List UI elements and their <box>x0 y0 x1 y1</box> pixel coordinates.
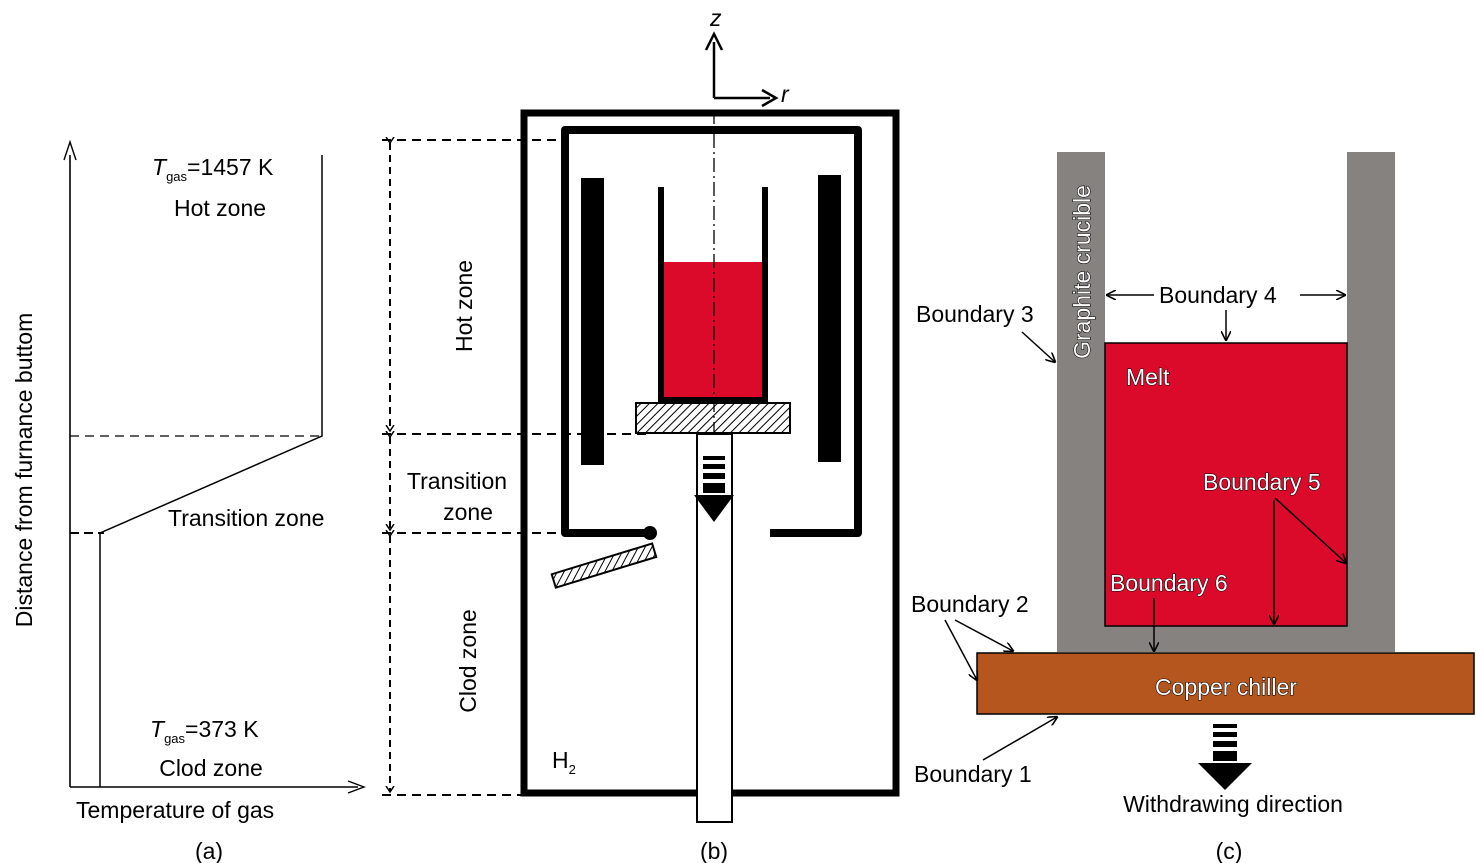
heater-left <box>581 178 604 465</box>
caption-a: (a) <box>195 838 223 863</box>
baffle-hinge <box>643 526 657 540</box>
boundary-5-label: Boundary 5 <box>1203 469 1321 495</box>
crucible-support-plate <box>635 402 791 434</box>
boundary-1-pointer <box>982 717 1057 761</box>
withdrawing-direction-label: Withdrawing direction <box>1123 791 1343 817</box>
withdrawing-arrow <box>1198 724 1252 790</box>
melt-region <box>1104 342 1348 627</box>
x-axis-arrowhead <box>347 780 366 794</box>
heat-shield <box>561 126 862 537</box>
transition-zone-label: Transition zone <box>168 505 324 531</box>
boundary-1-label: Boundary 1 <box>914 761 1032 787</box>
crucible-right-wall <box>1347 152 1395 652</box>
hot-zone-label: Hot zone <box>174 195 266 221</box>
boundary-6-label: Boundary 6 <box>1110 570 1228 596</box>
transition-label-line1: Transition <box>407 468 507 494</box>
boundary-4-label: Boundary 4 <box>1159 282 1277 308</box>
z-axis-arrowhead <box>704 31 724 51</box>
clod-zone-label: Clod zone <box>159 755 263 781</box>
rod-withdrawing-arrow <box>694 456 734 522</box>
crucible <box>658 187 768 403</box>
y-axis-arrowhead <box>63 139 77 161</box>
copper-chiller-label: Copper chiller <box>1155 674 1297 700</box>
hot-zone-label-b: Hot zone <box>451 260 477 352</box>
melt-in-crucible <box>664 262 762 398</box>
caption-c: (c) <box>1216 838 1243 863</box>
crucible-left-wall <box>1057 152 1105 652</box>
boundary-3-label: Boundary 3 <box>916 301 1034 327</box>
crucible-bottom <box>1057 626 1395 652</box>
heater-right <box>818 175 841 462</box>
panel-a: Distance from furnance buttom Temperatur… <box>11 139 366 863</box>
x-axis-label: Temperature of gas <box>76 797 274 823</box>
cold-temperature-label: Tgas=373 K <box>150 716 259 746</box>
boundary-2-pointer-b <box>954 619 1013 651</box>
r-axis-label: r <box>781 81 790 107</box>
baffle-flap <box>550 542 658 589</box>
panel-c: Graphite crucible Melt Copper chiller Bo… <box>911 152 1475 863</box>
copper-chiller <box>976 652 1475 715</box>
gas-temperature-profile <box>99 155 323 787</box>
caption-b: (b) <box>700 838 728 863</box>
clod-zone-label-b: Clod zone <box>455 609 481 713</box>
panel-b: z r Hot zone Transition zone Clod zo <box>382 5 900 863</box>
z-axis-label: z <box>709 5 722 31</box>
hot-temperature-label: Tgas=1457 K <box>152 154 274 184</box>
boundary-2-pointer-a <box>944 619 977 680</box>
gas-label: H2 <box>552 747 576 777</box>
boundary-2-label: Boundary 2 <box>911 591 1029 617</box>
r-axis-arrowhead <box>761 88 779 108</box>
graphite-crucible-label: Graphite crucible <box>1069 185 1095 359</box>
transition-label-line2: zone <box>443 499 493 525</box>
melt-label: Melt <box>1126 364 1170 390</box>
boundary-3-pointer <box>1021 331 1055 362</box>
y-axis-label: Distance from furnance buttom <box>11 313 37 627</box>
boundary-5-pointer-side <box>1274 497 1346 563</box>
